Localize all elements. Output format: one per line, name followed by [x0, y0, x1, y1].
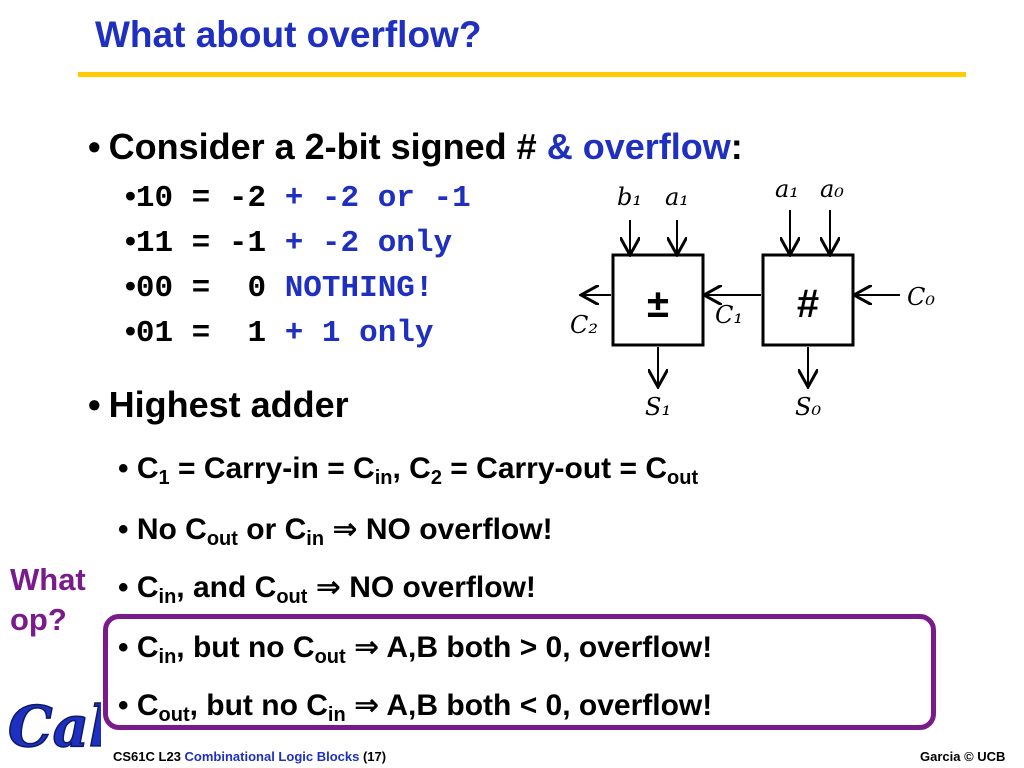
- overflow-cases-box: [103, 614, 936, 730]
- code-item: •11 = -1 + -2 only: [125, 223, 453, 261]
- footer-topic: Combinational Logic Blocks: [184, 749, 360, 764]
- sub-bullet-no-cout-no-cin: • No Cout or Cin ⇒ NO overflow!: [118, 513, 553, 550]
- title-underline: [78, 72, 966, 77]
- implies-arrow: ⇒: [315, 571, 341, 604]
- bullet-dot: •: [88, 384, 101, 425]
- bullet-consider: •Consider a 2-bit signed # & overflow:: [88, 126, 743, 167]
- implies-arrow: ⇒: [332, 513, 358, 546]
- svg-text:Cal: Cal: [8, 694, 101, 760]
- code-item: •01 = 1 + 1 only: [125, 313, 434, 351]
- slide-title: What about overflow?: [95, 14, 482, 55]
- sub-bullet-carry-defs: • C1 = Carry-in = Cin, C2 = Carry-out = …: [118, 452, 699, 489]
- footer-credit: Garcia © UCB: [920, 749, 1006, 764]
- label-c0: C₀: [907, 283, 935, 311]
- code-item: •10 = -2 + -2 or -1: [125, 178, 471, 216]
- adder-diagram: ± # b₁ a₁ a₁ a₀ C₀ C₁ C₂ S₁ S₀: [570, 175, 935, 421]
- footer-course: CS61C L23 Combinational Logic Blocks (17…: [113, 749, 387, 764]
- label-c1: C₁: [715, 301, 743, 329]
- label-b1: b₁: [617, 183, 642, 211]
- overflow-highlight: & overflow: [546, 126, 731, 167]
- label-s1: S₁: [645, 393, 671, 421]
- implies-arrow: ⇒: [354, 631, 380, 664]
- sub-bullet-cin-and-cout: • Cin, and Cout ⇒ NO overflow!: [118, 571, 536, 608]
- bullet-highest-adder: •Highest adder: [88, 384, 349, 425]
- label-a1b: a₁: [775, 175, 799, 203]
- code-list: •10 = -2 + -2 or -1 •11 = -1 + -2 only •…: [125, 178, 471, 358]
- what-op-note: What op?: [10, 562, 86, 637]
- label-c2: C₂: [570, 311, 598, 339]
- cal-logo: Cal: [7, 693, 101, 761]
- label-a1: a₁: [665, 183, 689, 211]
- label-s0: S₀: [795, 393, 821, 421]
- sub-bullet-cout-no-cin: • Cout, but no Cin ⇒ A,B both < 0, overf…: [118, 689, 713, 726]
- sub-bullet-cin-no-cout: • Cin, but no Cout ⇒ A,B both > 0, overf…: [118, 631, 713, 668]
- label-a0: a₀: [820, 175, 844, 203]
- bullet-dot: •: [88, 126, 101, 167]
- implies-arrow: ⇒: [354, 689, 380, 722]
- hash-label: #: [797, 282, 819, 326]
- code-item: •00 = 0 NOTHING!: [125, 268, 434, 306]
- plus-minus-label: ±: [647, 282, 669, 326]
